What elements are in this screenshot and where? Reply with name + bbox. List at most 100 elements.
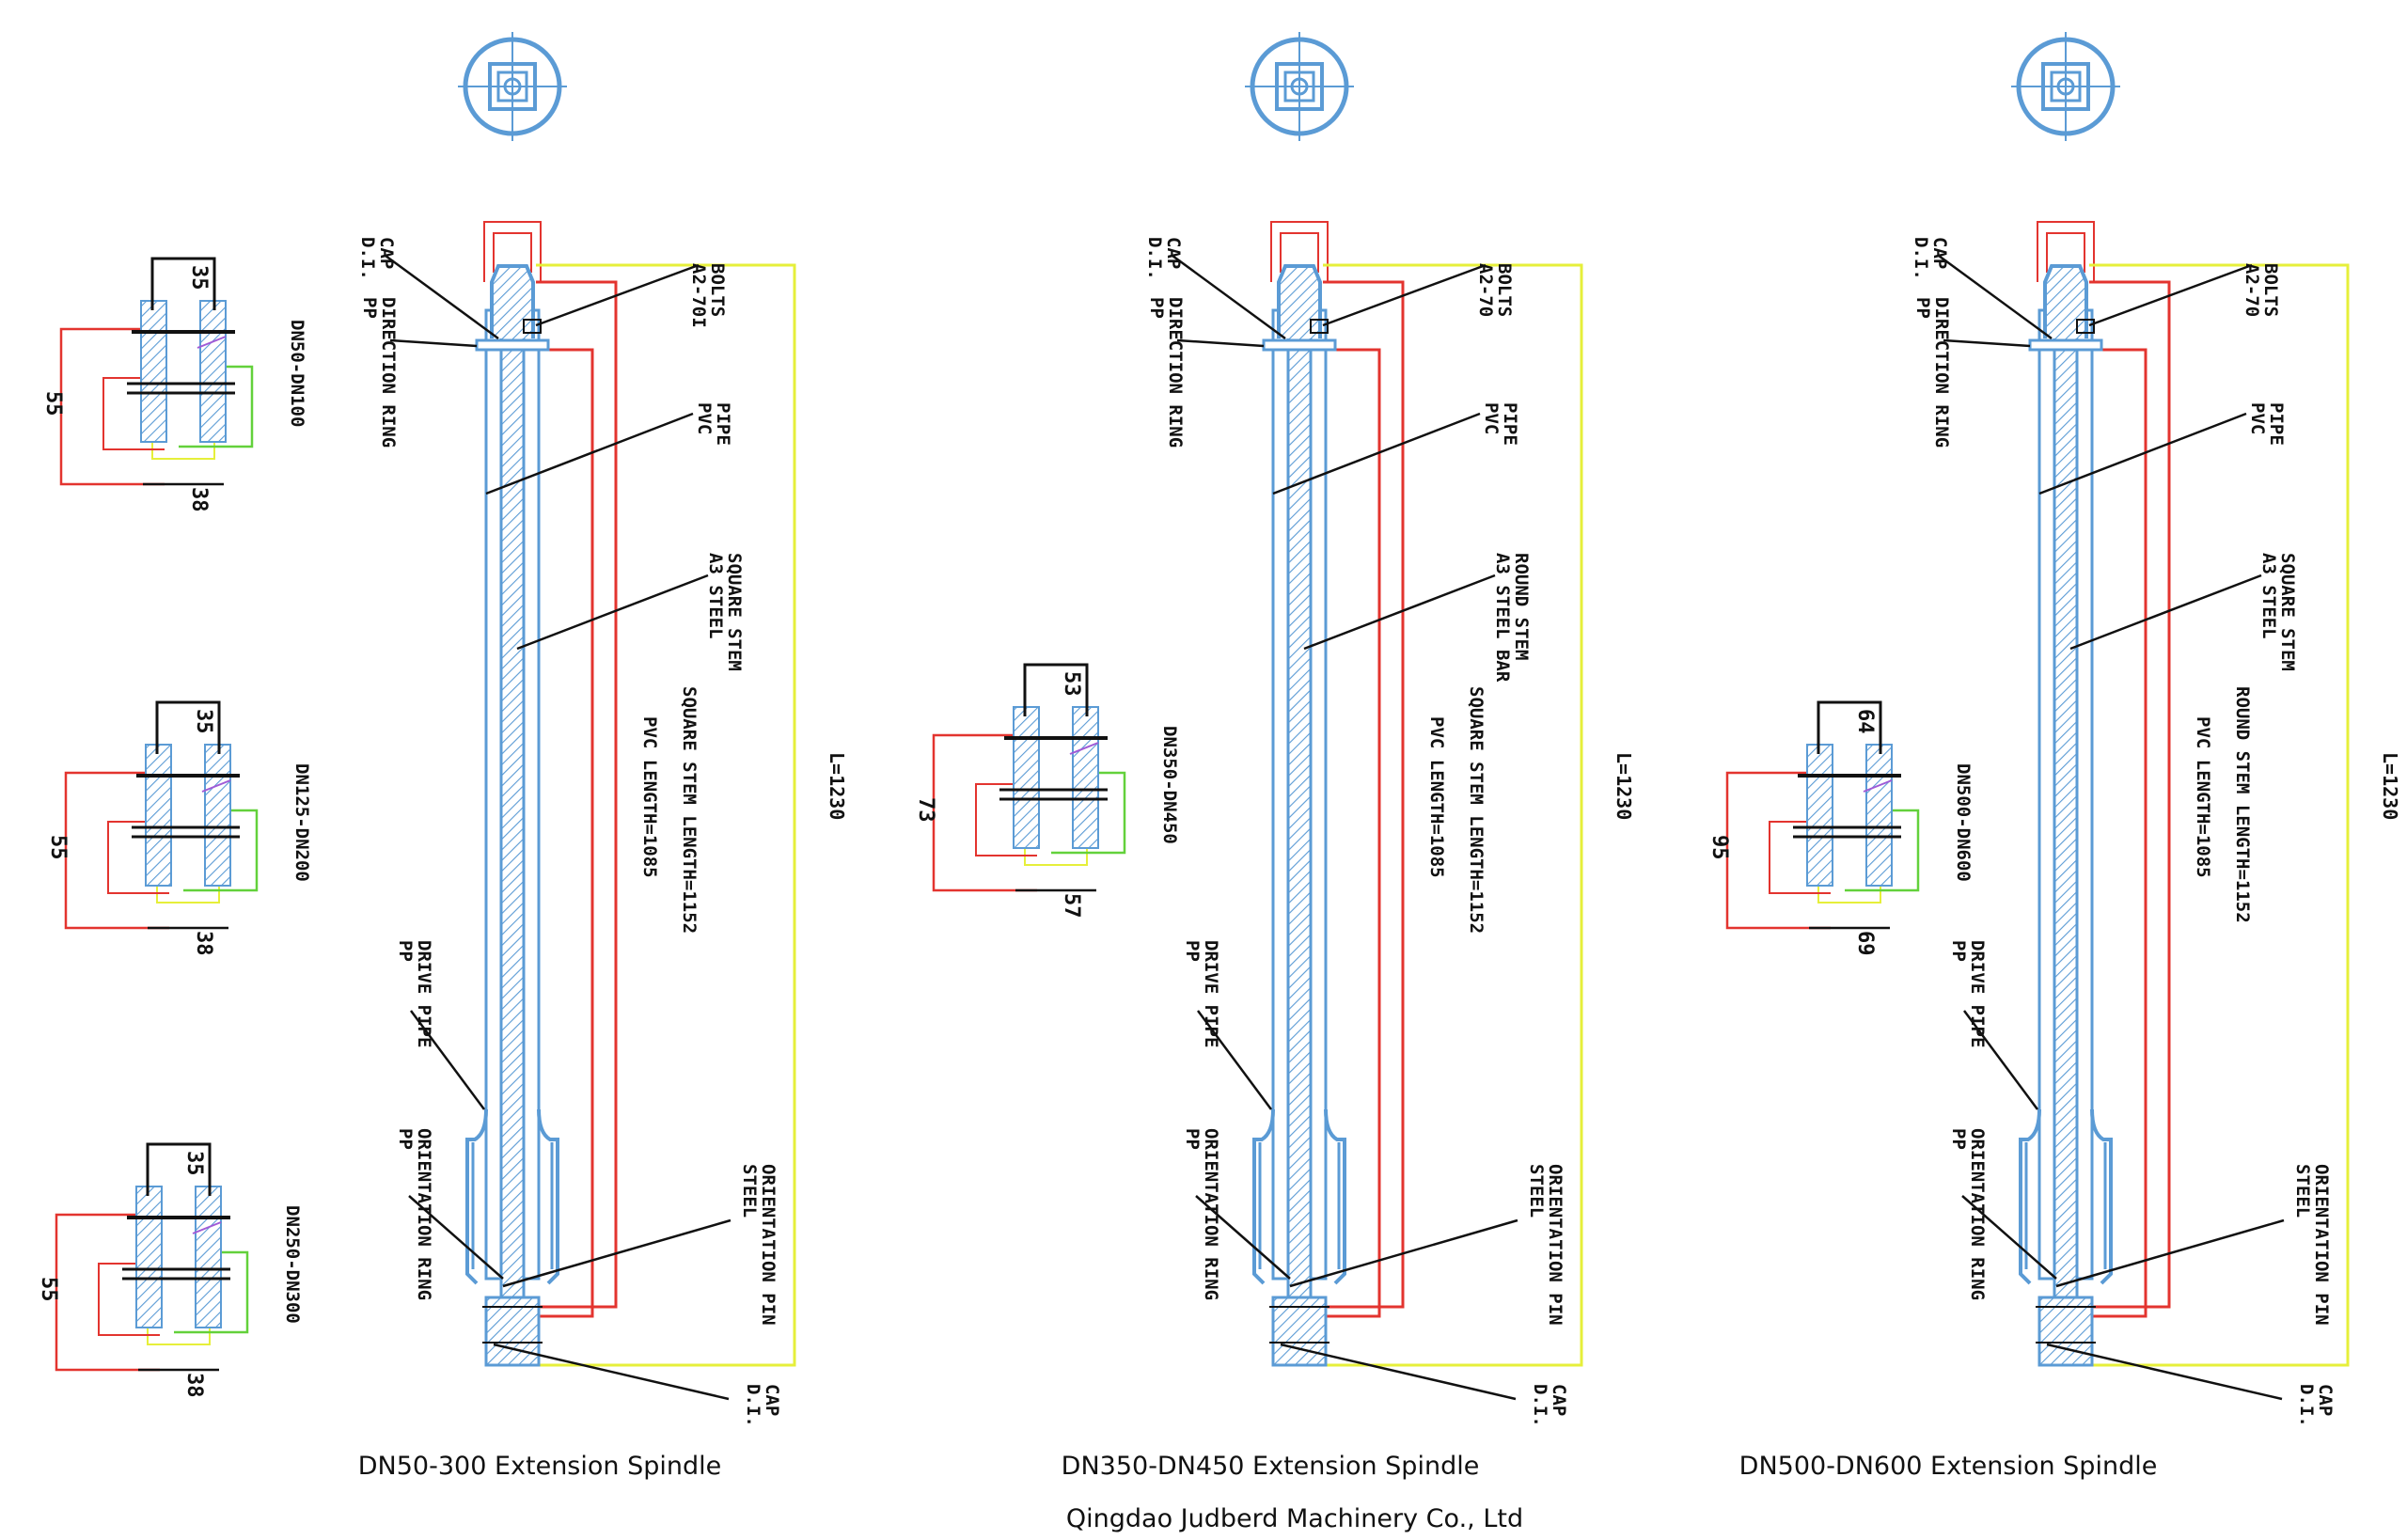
drive-pipe-right <box>537 1108 559 1285</box>
detail-red-inner <box>975 783 1037 856</box>
detail-dim-top-line: 64 <box>1853 709 1877 734</box>
label-pipe-line: PIPE <box>713 402 733 446</box>
label-bolts-line: BOLTS <box>707 263 728 317</box>
detail-green-outline <box>174 1250 249 1334</box>
top-view-square-outer <box>2041 62 2090 111</box>
pvc-length-dim <box>2066 348 2147 1318</box>
detail-dim-bottom: 38 <box>182 1373 206 1398</box>
label-direction-ring-line: PP <box>1912 297 1933 319</box>
label-direction-ring-line: DIRECTION RING <box>1165 297 1186 448</box>
top-cap <box>475 264 550 352</box>
label-total-length: L=1230 <box>826 752 848 820</box>
detail-range-label: DN50-DN100 <box>287 320 307 427</box>
detail-dim-top: 35 <box>182 1151 206 1176</box>
label-orientation-ring-line: PP <box>395 1128 416 1150</box>
drive-pipe-right <box>1324 1108 1346 1285</box>
leader-direction-ring <box>1943 338 2031 348</box>
detail-green-outline <box>1845 809 1920 892</box>
label-orientation-pin-line: STEEL <box>2292 1164 2313 1218</box>
leader-drive-pipe <box>1962 1010 2039 1110</box>
label-direction-ring-line: PP <box>1146 297 1167 319</box>
detail-dim-side: 55 <box>41 391 65 416</box>
label-cap-top-line: CAP <box>1929 237 1950 269</box>
detail-dim-side-line: 95 <box>1707 835 1731 860</box>
stem-length-dim <box>2066 280 2171 1309</box>
label-direction-ring-line: PP <box>359 297 380 319</box>
detail-green-outline <box>1051 771 1126 855</box>
label-stem-length: SQUARE STEM LENGTH=1152 <box>1466 686 1487 934</box>
label-stem-line: SQUARE STEM <box>2277 553 2298 671</box>
detail-dim-top: 35 <box>187 265 211 291</box>
pvc-length-dim <box>512 348 594 1318</box>
top-view-square-inner <box>496 71 528 102</box>
label-stem-line: SQUARE STEM <box>724 553 745 671</box>
detail-body-right <box>199 300 227 443</box>
cap-width-dim <box>483 221 542 282</box>
bolt-symbol <box>523 319 542 334</box>
label-stem-length-line: ROUND STEM LENGTH=1152 <box>2232 686 2253 923</box>
label-orientation-ring-line: PP <box>1182 1128 1203 1150</box>
detail-dim-bottom: 38 <box>187 487 211 512</box>
detail-dim-top: 64 <box>1853 709 1877 734</box>
detail-purple-mark <box>197 336 227 349</box>
leader-orientation-ring <box>408 1195 504 1280</box>
label-drive-pipe-line: PP <box>395 940 416 962</box>
label-direction-ring-line: DIRECTION RING <box>378 297 399 448</box>
leader-cap-bottom <box>1280 1343 1517 1401</box>
detail-purple-mark <box>1069 742 1099 755</box>
leader-orientation-pin <box>1289 1218 1518 1288</box>
leader-stem <box>516 574 709 651</box>
detail-dim-side: 95 <box>1707 835 1731 860</box>
detail-section-1: 35 55 38 DN50-DN100 <box>41 257 307 512</box>
label-pvc-length: PVC LENGTH=1085 <box>639 716 660 878</box>
label-cap-top-line: D.I. <box>357 237 378 280</box>
detail-red-inner <box>107 821 169 894</box>
label-pipe-line: PIPE <box>1500 402 1520 446</box>
leader-orientation-ring <box>1195 1195 1291 1280</box>
detail-dim-top-line: 53 <box>1060 671 1083 697</box>
cap-inner-dim <box>1280 232 1319 273</box>
detail-top-bracket <box>1817 700 1882 754</box>
label-orientation-pin-line: STEEL <box>739 1164 760 1218</box>
drive-pipe-left <box>2019 1108 2041 1285</box>
detail-range-label-line: DN125-DN200 <box>291 763 312 882</box>
label-cap-bottom-line: D.I. <box>743 1384 763 1427</box>
detail-dim-side: 73 <box>914 797 937 823</box>
label-cap-top-line: CAP <box>376 237 397 269</box>
detail-dim-top-line: 35 <box>182 1151 206 1176</box>
label-drive-pipe-line: DRIVE PIPE <box>1201 940 1221 1047</box>
detail-body-right <box>195 1186 222 1328</box>
pvc-length-dim <box>1299 348 1381 1318</box>
label-pvc-length-line: PVC LENGTH=1085 <box>1426 716 1447 878</box>
detail-dim-bottom-line: 38 <box>192 931 215 956</box>
leader-stem <box>2069 574 2262 651</box>
label-bolts-line: BOLTS <box>1494 263 1515 317</box>
label-stem-length-line: SQUARE STEM LENGTH=1152 <box>1466 686 1487 934</box>
detail-dim-bottom: 38 <box>192 931 215 956</box>
drive-pipe-assembly <box>465 1108 559 1285</box>
spindle-title-2: DN350-DN450 Extension Spindle <box>1062 1452 1480 1481</box>
leader-drive-pipe <box>409 1010 486 1110</box>
label-orientation-ring-line: ORIENTATION RING <box>1201 1128 1221 1300</box>
label-pvc-length-line: PVC LENGTH=1085 <box>2193 716 2213 878</box>
label-pvc-length: PVC LENGTH=1085 <box>2193 716 2213 878</box>
leader-pipe <box>485 412 694 495</box>
leader-cap-bottom <box>2046 1343 2283 1401</box>
label-total-length-line: L=1230 <box>826 752 848 820</box>
red-dimensions <box>483 221 618 1318</box>
drive-pipe-assembly <box>2019 1108 2113 1285</box>
top-cap-body <box>2043 264 2088 338</box>
label-drive-pipe-line: DRIVE PIPE <box>414 940 434 1047</box>
detail-dim-bottom-line: 38 <box>182 1373 206 1398</box>
detail-dim-side: 55 <box>37 1277 60 1302</box>
label-orientation-pin-line: STEEL <box>1526 1164 1547 1218</box>
